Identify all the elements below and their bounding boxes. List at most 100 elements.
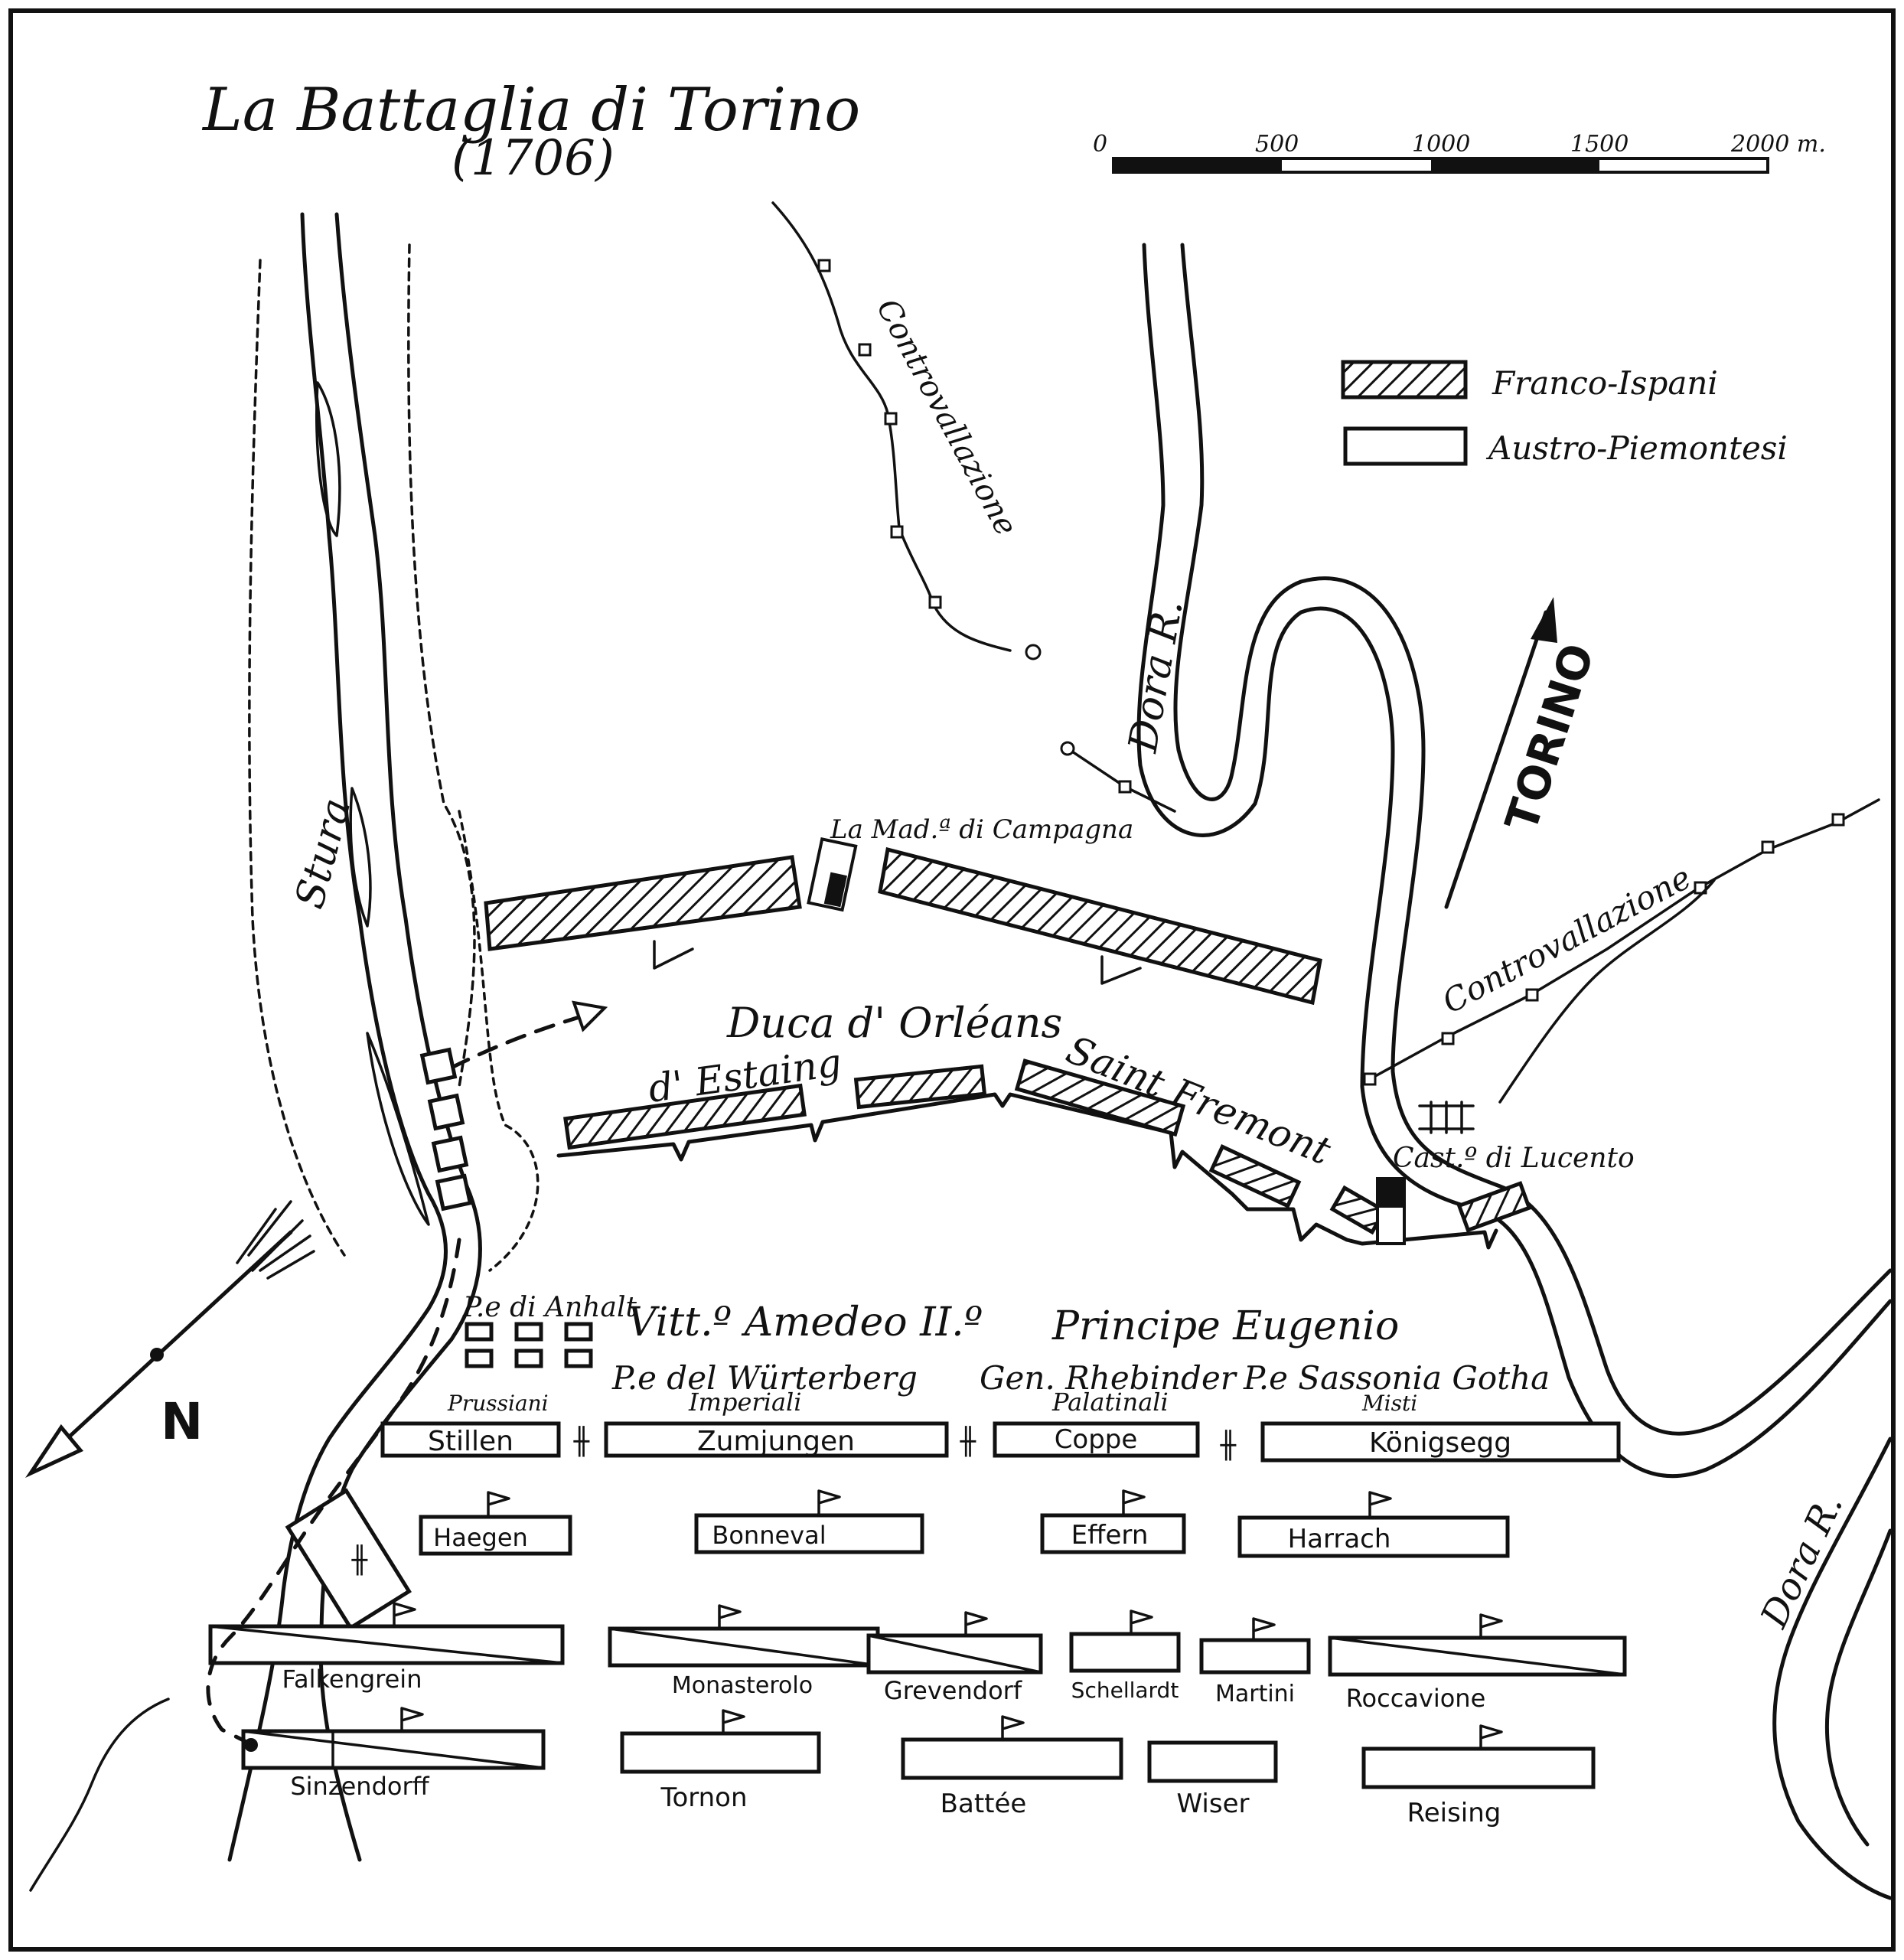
scale-tick-500: 500	[1255, 131, 1299, 158]
scale-bar: 0 500 1000 1500 2000 m.	[1093, 131, 1826, 174]
scale-tick-1500: 1500	[1570, 131, 1629, 158]
unit-roccavione: Roccavione	[1346, 1684, 1486, 1713]
legend-label-franco: Franco-Ispani	[1492, 364, 1718, 402]
label-controvallazione-east: Controvallazione	[1436, 858, 1697, 1020]
unit-wiser-box	[1147, 1740, 1278, 1783]
french-unit-fremont-1	[1014, 1058, 1186, 1137]
controvallazione-east: Controvallazione	[1363, 798, 1880, 1086]
unit-zumjungen: Zumjungen	[697, 1426, 855, 1457]
label-prussiani: Prussiani	[447, 1391, 549, 1416]
unit-battee-box	[901, 1737, 1123, 1780]
french-unit-fremont-2	[1208, 1144, 1302, 1208]
label-misti: Misti	[1361, 1391, 1417, 1416]
madonna-di-campagna-building	[807, 837, 858, 912]
unit-tornon-box	[620, 1731, 821, 1774]
unit-martini-box	[1199, 1638, 1311, 1675]
allied-row-1: Stillen ╫ Zumjungen ╫ Coppe ╫ Königsegg	[380, 1421, 1621, 1463]
east-embankment	[407, 243, 476, 1088]
map-year: (1706)	[452, 130, 615, 187]
unit-stillen-box	[380, 1421, 561, 1458]
french-line-north-east	[878, 846, 1322, 1006]
label-wurtemberg: P.e del Würterberg	[611, 1359, 918, 1397]
unit-harrach: Harrach	[1288, 1524, 1391, 1554]
unit-schellardt-box	[1069, 1632, 1181, 1673]
allied-march-route	[206, 1238, 461, 1747]
label-vittorio-amedeo: Vitt.º Amedeo II.º	[628, 1300, 983, 1345]
unit-haegen: Haegen	[433, 1523, 528, 1552]
unit-konigsegg: Königsegg	[1369, 1427, 1511, 1459]
map-frame	[8, 8, 1896, 1952]
dora-river-south: Dora R.	[1752, 1437, 1893, 1900]
allied-row-3: Falkengrein Monasterolo Grevendorf Schel…	[208, 1602, 1627, 1713]
unit-wiser: Wiser	[1177, 1789, 1250, 1819]
label-palatinali: Palatinali	[1051, 1388, 1169, 1417]
french-entrenchment	[556, 1092, 1498, 1250]
north-arrow: N	[25, 1200, 315, 1478]
scale-tick-1000: 1000	[1412, 131, 1470, 158]
unit-schellardt: Schellardt	[1071, 1678, 1179, 1703]
unit-effern-box	[1040, 1513, 1186, 1554]
scale-tick-2000: 2000 m.	[1730, 131, 1826, 158]
unit-martini: Martini	[1215, 1681, 1295, 1707]
unit-falkengrein: Falkengrein	[282, 1665, 422, 1694]
unit-coppe: Coppe	[1055, 1424, 1138, 1455]
legend-label-austro: Austro-Piemontesi	[1485, 429, 1788, 467]
label-castello-lucento: Cast.º di Lucento	[1393, 1143, 1635, 1174]
artillery-mark-1: ╫	[573, 1426, 590, 1457]
unit-tornon: Tornon	[660, 1782, 747, 1813]
map-title: La Battaglia di Torino	[201, 76, 860, 145]
unit-bonneval: Bonneval	[712, 1521, 826, 1550]
label-principe-eugenio: Principe Eugenio	[1051, 1303, 1399, 1349]
unit-reising-box	[1361, 1746, 1596, 1789]
scale-tick-0: 0	[1093, 131, 1107, 158]
compass-north-label: N	[161, 1392, 203, 1451]
label-madonna-di-campagna: La Mad.ª di Campagna	[830, 814, 1133, 845]
allied-advance-arrow	[449, 1000, 608, 1070]
torino-direction: TORINO	[1444, 597, 1605, 909]
unit-sinzendorff: Sinzendorff	[290, 1772, 429, 1801]
label-duca-orleans: Duca d' Orléans	[726, 999, 1062, 1047]
unit-coppe-box	[993, 1421, 1200, 1458]
unit-battee: Battée	[941, 1789, 1027, 1819]
legend: Franco-Ispani Austro-Piemontesi	[1341, 360, 1788, 467]
french-unit-lucento-2	[1456, 1181, 1532, 1233]
french-pennant-east	[1100, 955, 1142, 985]
allied-row-4: Sinzendorff Tornon Battée Wiser Reising	[241, 1707, 1596, 1828]
unit-bonneval-box	[694, 1513, 924, 1554]
lucento-bridge	[1418, 1101, 1475, 1134]
legend-swatch-franco	[1341, 360, 1468, 400]
artillery-mark-2: ╫	[960, 1426, 976, 1457]
unit-stillen: Stillen	[428, 1426, 513, 1457]
unit-grevendorf: Grevendorf	[884, 1676, 1022, 1705]
artillery-mark-4: ╫	[351, 1544, 368, 1576]
west-embankment	[248, 259, 346, 1257]
french-unit-centre	[853, 1064, 987, 1110]
unit-harrach-box	[1237, 1515, 1510, 1558]
allied-column-blocks	[419, 1047, 473, 1212]
label-anhalt: P.e di Anhalt	[462, 1292, 637, 1323]
allied-row-2: Haegen Bonneval Effern Harrach	[419, 1489, 1510, 1558]
french-pennant-west	[653, 940, 694, 970]
unit-konigsegg-box	[1260, 1421, 1621, 1463]
artillery-mark-3: ╫	[1220, 1430, 1237, 1461]
french-line-north-west	[484, 855, 802, 951]
controvallazione-north: Controvallazione	[771, 201, 1042, 660]
stream-southwest	[29, 1697, 170, 1892]
unit-reising: Reising	[1407, 1798, 1501, 1828]
anhalt-blocks	[465, 1322, 593, 1368]
stream-east	[1498, 879, 1716, 1104]
unit-zumjungen-box	[604, 1421, 949, 1458]
castello-lucento-building	[1376, 1177, 1406, 1245]
french-unit-estaing	[563, 1083, 807, 1150]
label-dora-north: Dora R.	[1120, 596, 1192, 756]
label-rhebinder: Gen. Rhebinder	[980, 1359, 1238, 1397]
label-imperiali: Imperiali	[688, 1388, 801, 1417]
label-sassonia: P.e Sassonia Gotha	[1243, 1359, 1550, 1397]
unit-effern: Effern	[1071, 1520, 1149, 1551]
ridge-hachure	[458, 810, 540, 1272]
legend-swatch-austro	[1343, 426, 1468, 466]
label-torino: TORINO	[1495, 638, 1605, 838]
anhalt-reserve: ╫	[285, 1488, 412, 1631]
unit-haegen-box	[419, 1515, 572, 1556]
